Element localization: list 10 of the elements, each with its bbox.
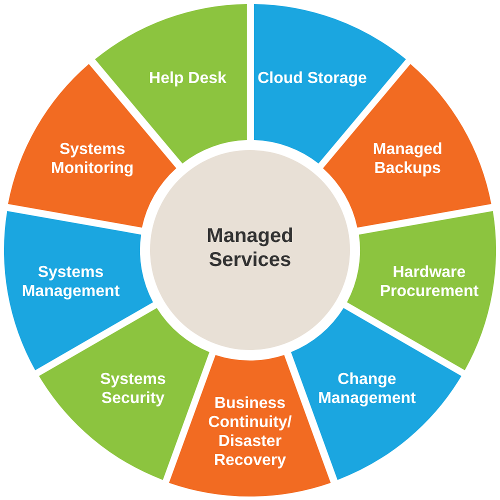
segment-label: Systems Security bbox=[99, 370, 167, 408]
segment-label: Systems Monitoring bbox=[50, 140, 135, 178]
segment-label: Systems Management bbox=[20, 262, 121, 301]
segment-label: Help Desk bbox=[148, 69, 228, 88]
segment-label: Business Continuity/ Disaster Recovery bbox=[207, 394, 293, 470]
segment-label: Cloud Storage bbox=[256, 69, 368, 88]
segment-label: Change Management bbox=[317, 370, 417, 408]
segment-label: Managed Backups bbox=[372, 140, 444, 178]
segment-label: Hardware Procurement bbox=[378, 262, 480, 301]
center-label: Managed Services bbox=[206, 224, 294, 272]
